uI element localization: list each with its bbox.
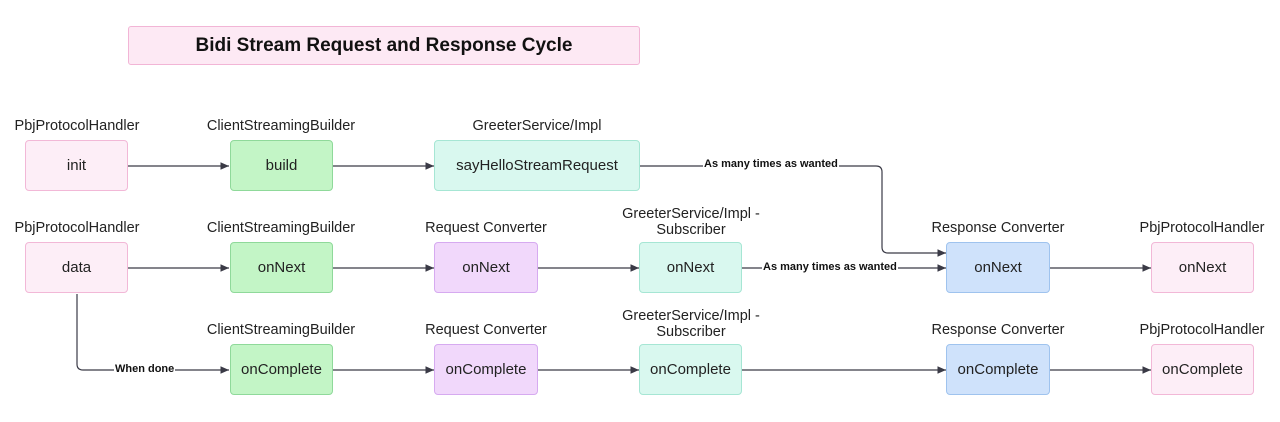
handler-onnext-node[interactable]: onNext — [1151, 242, 1254, 293]
row3-col6-header: PbjProtocolHandler — [1139, 322, 1265, 338]
row2-col4-header-line2: Subscriber — [656, 222, 726, 238]
builder-oncomplete-node[interactable]: onComplete — [230, 344, 333, 395]
builder-onnext-node[interactable]: onNext — [230, 242, 333, 293]
handler-oncomplete-node[interactable]: onComplete — [1151, 344, 1254, 395]
subscriber-onnext-node[interactable]: onNext — [639, 242, 742, 293]
row1-col3-header: GreeterService/Impl — [472, 118, 602, 134]
row2-col1-header: PbjProtocolHandler — [14, 220, 140, 236]
edge-data-when-done — [76, 294, 229, 374]
row2-col2-header: ClientStreamingBuilder — [206, 220, 356, 236]
subscriber-oncomplete-node[interactable]: onComplete — [639, 344, 742, 395]
row2-col6-header: PbjProtocolHandler — [1139, 220, 1265, 236]
request-converter-onnext-node[interactable]: onNext — [434, 242, 538, 293]
edge-label-many-times-middle: As many times as wanted — [762, 261, 898, 274]
edge-label-when-done: When done — [114, 363, 176, 376]
row3-col4-header-line1: GreeterService/Impl - — [622, 308, 760, 324]
row1-col2-header: ClientStreamingBuilder — [206, 118, 356, 134]
row2-col5-header: Response Converter — [931, 220, 1065, 236]
row3-col5-header: Response Converter — [931, 322, 1065, 338]
row2-col4-header-line1: GreeterService/Impl - — [622, 206, 760, 222]
edge-sayhello-to-response-converter — [640, 165, 946, 257]
row3-col3-header: Request Converter — [425, 322, 547, 338]
row3-col4-header-line2: Subscriber — [656, 324, 726, 340]
data-node[interactable]: data — [25, 242, 128, 293]
row2-col3-header: Request Converter — [425, 220, 547, 236]
diagram-title: Bidi Stream Request and Response Cycle — [128, 26, 640, 65]
say-hello-stream-request-node[interactable]: sayHelloStreamRequest — [434, 140, 640, 191]
response-converter-oncomplete-node[interactable]: onComplete — [946, 344, 1050, 395]
row1-col1-header: PbjProtocolHandler — [14, 118, 140, 134]
edge-label-many-times-top: As many times as wanted — [703, 158, 839, 171]
build-node[interactable]: build — [230, 140, 333, 191]
response-converter-onnext-node[interactable]: onNext — [946, 242, 1050, 293]
request-converter-oncomplete-node[interactable]: onComplete — [434, 344, 538, 395]
row3-col2-header: ClientStreamingBuilder — [206, 322, 356, 338]
init-node[interactable]: init — [25, 140, 128, 191]
